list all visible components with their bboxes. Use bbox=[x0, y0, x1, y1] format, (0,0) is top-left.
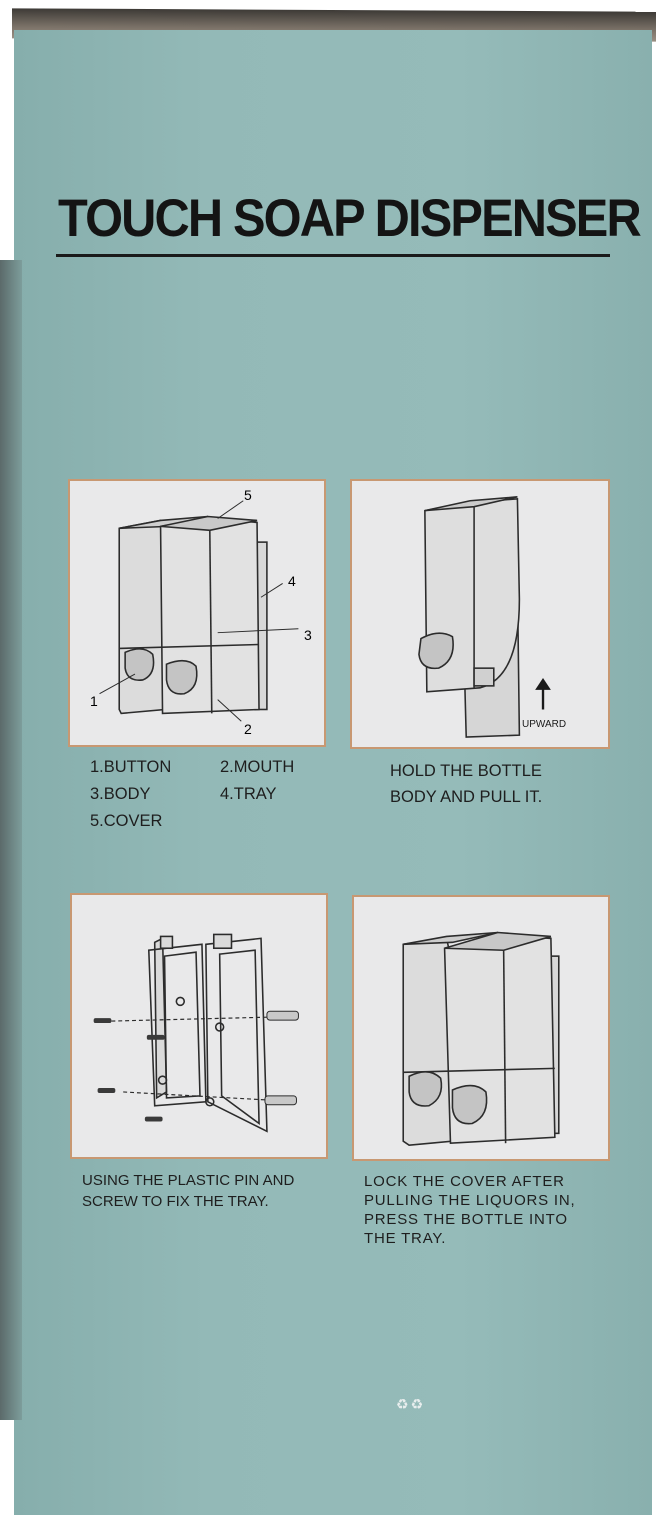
recycle-icon: ♻ bbox=[396, 1396, 411, 1412]
pull-bottle-caption: HOLD THE BOTTLE BODY AND PULL IT. bbox=[390, 758, 542, 810]
dispenser-parts-illustration bbox=[99, 500, 299, 722]
lock-caption-line-4: THE TRAY. bbox=[364, 1230, 447, 1247]
fix-tray-caption: USING THE PLASTIC PIN AND SCREW TO FIX T… bbox=[82, 1170, 294, 1212]
tray-caption-line-2: SCREW TO FIX THE TRAY. bbox=[82, 1193, 269, 1210]
fix-tray-illustration bbox=[93, 933, 299, 1133]
callout-5: 5 bbox=[244, 487, 252, 503]
legend-mouth: 2.MOUTH bbox=[220, 758, 295, 776]
lock-caption-line-2: PULLING THE LIQUORS IN, bbox=[364, 1192, 576, 1209]
box-side-edge bbox=[0, 260, 22, 1420]
legend-tray: 4.TRAY bbox=[220, 785, 277, 803]
callout-3: 3 bbox=[304, 627, 312, 643]
recycle-marks: ♻♻ bbox=[396, 1396, 425, 1413]
lock-cover-caption: LOCK THE COVER AFTER PULLING THE LIQUORS… bbox=[364, 1172, 576, 1248]
panel-lock-cover bbox=[352, 895, 610, 1161]
lock-caption-line-1: LOCK THE COVER AFTER bbox=[364, 1173, 565, 1190]
lock-cover-illustration bbox=[402, 931, 560, 1146]
legend-button: 1.BUTTON bbox=[90, 758, 172, 776]
pull-caption-line-1: HOLD THE BOTTLE bbox=[390, 762, 542, 780]
upward-arrow-label: UPWARD bbox=[522, 719, 567, 730]
product-title: TOUCH SOAP DISPENSER bbox=[58, 189, 642, 248]
title-underline bbox=[56, 254, 610, 257]
legend-cover: 5.COVER bbox=[90, 812, 163, 830]
box-face bbox=[14, 30, 652, 1515]
lock-caption-line-3: PRESS THE BOTTLE INTO bbox=[364, 1211, 568, 1228]
panel-fix-tray bbox=[70, 893, 328, 1159]
pull-bottle-illustration bbox=[418, 496, 551, 738]
recycle-icon: ♻ bbox=[410, 1396, 426, 1412]
pull-caption-line-2: BODY AND PULL IT. bbox=[390, 788, 543, 806]
callout-4: 4 bbox=[288, 573, 296, 589]
panel-parts-diagram: 1 2 3 4 5 bbox=[68, 479, 326, 747]
callout-2: 2 bbox=[244, 721, 252, 737]
legend-body: 3.BODY bbox=[90, 785, 151, 803]
panel-pull-bottle: UPWARD bbox=[350, 479, 610, 749]
tray-caption-line-1: USING THE PLASTIC PIN AND bbox=[82, 1172, 295, 1189]
callout-1: 1 bbox=[90, 693, 98, 709]
